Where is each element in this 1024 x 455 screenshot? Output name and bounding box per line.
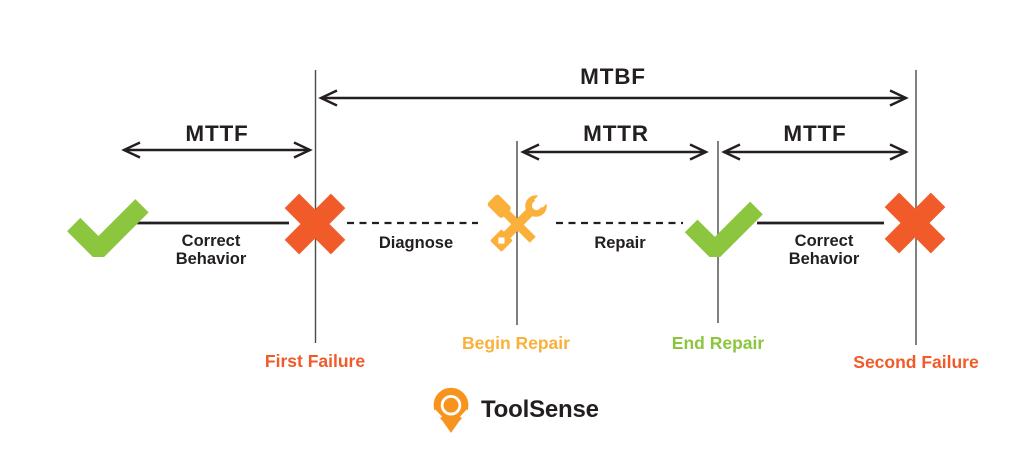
mttf-left-arrow [121,141,313,159]
check-icon [684,201,763,257]
event-marker-lines [314,70,917,345]
first-failure-label: First Failure [264,351,366,371]
mttf-right-arrow [721,143,909,161]
correct-behavior-left-label: Correct Behavior [175,232,247,268]
mttr-label: MTTR [583,121,649,146]
diagnose-label: Diagnose [378,234,454,252]
toolsense-logo: ToolSense [430,385,599,435]
second-failure-label: Second Failure [853,352,979,372]
mttf-right-label: MTTF [783,121,847,146]
end-repair-label: End Repair [671,333,765,353]
begin-repair-label: Begin Repair [462,333,570,353]
check-icon [67,199,149,257]
mttf-left-label: MTTF [185,121,249,146]
logo-wordmark: ToolSense [481,396,599,423]
mtbf-arrow [318,89,909,107]
repair-label: Repair [594,234,646,252]
mtbf-label: MTBF [580,64,646,89]
wrench-screwdriver-icon [487,191,551,252]
correct-behavior-right-label: Correct Behavior [788,232,860,268]
wrench-part [490,191,551,252]
x-icon [884,192,946,254]
mttr-arrow [520,143,709,161]
x-icon [284,193,346,255]
location-pin-icon [433,387,469,433]
